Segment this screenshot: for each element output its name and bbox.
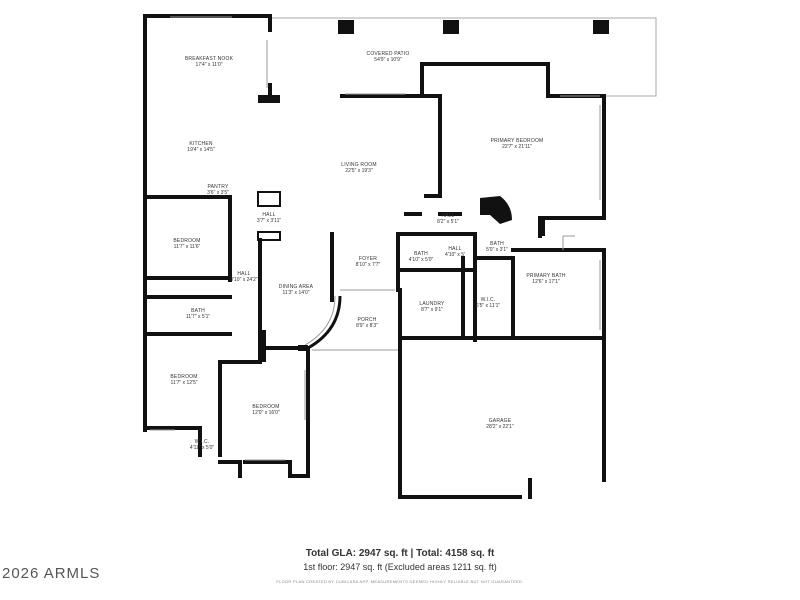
pantry-box	[257, 191, 281, 207]
room-dimensions: 3'7" x 3'11"	[256, 218, 282, 224]
room-name: GARAGE	[488, 418, 512, 424]
room-name: PORCH	[357, 317, 377, 323]
room-dimensions: 17'4" x 11'0"	[195, 62, 223, 68]
room-dimensions: 4'10" x 5'	[444, 252, 466, 258]
room-name: BATH	[191, 308, 205, 314]
room-name: FOYER	[358, 256, 378, 262]
room-name: W.I.C.	[194, 439, 210, 445]
room-name: HALL	[448, 246, 462, 252]
room-dimensions: 6'5" x 11'1"	[475, 303, 501, 309]
room-dimensions: 11'7" x 12'5"	[170, 380, 198, 386]
room-name: BEDROOM	[170, 374, 198, 380]
porch-arc	[307, 295, 342, 350]
room-dimensions: 12'0" x 16'0"	[252, 410, 280, 416]
closet-curve	[480, 196, 512, 224]
room-dimensions: 22'5" x 19'3"	[345, 168, 373, 174]
room-name: HALL	[237, 271, 251, 277]
room-dimensions: 12'6" x 17'1"	[532, 279, 560, 285]
room-dimensions: 4'10" x 5'0"	[408, 257, 434, 263]
fireplace	[258, 95, 280, 103]
room-name: BEDROOM	[252, 404, 280, 410]
room-dimensions: 8'7" x 9'1"	[421, 307, 443, 313]
room-name: PRIMARY BATH	[526, 273, 566, 279]
room-dimensions: 5'0" x 3'1"	[486, 247, 508, 253]
room-name: BREAKFAST NOOK	[184, 56, 234, 62]
room-name: BEDROOM	[173, 238, 201, 244]
room-name: KITCHEN	[189, 141, 213, 147]
room-name: DINING AREA	[278, 284, 314, 290]
room-name: HALL	[441, 213, 455, 219]
room-name: HALL	[262, 212, 276, 218]
windows	[150, 16, 601, 461]
room-name: LAUNDRY	[419, 301, 445, 307]
room-name: PANTRY	[207, 184, 229, 190]
room-dimensions: 11'7" x 5'1"	[185, 314, 211, 320]
room-dimensions: 8'10" x 7'7"	[355, 262, 381, 268]
room-name: W.I.C.	[480, 297, 496, 303]
room-name: BATH	[490, 241, 504, 247]
room-dimensions: 3'10" x 24'2"	[230, 277, 258, 283]
hall-box	[257, 231, 281, 241]
room-dimensions: 54'9" x 10'9"	[374, 57, 402, 63]
room-dimensions: 3'6" x 3'5"	[207, 190, 229, 196]
area-summary-floor: 1st floor: 2947 sq. ft (Excluded areas 1…	[303, 562, 497, 572]
room-dimensions: 8'2" x 5'1"	[437, 219, 459, 225]
room-name: COVERED PATIO	[366, 51, 410, 57]
room-name: PRIMARY BEDROOM	[490, 138, 544, 144]
disclaimer: FLOOR PLAN CREATED BY CUBICASA APP. MEAS…	[276, 579, 524, 584]
room-dimensions: 22'7" x 21'11"	[502, 144, 532, 150]
copyright-watermark: 2026 ARMLS	[2, 565, 101, 582]
room-dimensions: 28'2" x 22'1"	[486, 424, 514, 430]
room-dimensions: 4'11" x 5'0"	[189, 445, 215, 451]
room-dimensions: 8'9" x 8'3"	[356, 323, 378, 329]
room-dimensions: 11'3" x 14'0"	[282, 290, 310, 296]
room-dimensions: 19'4" x 14'5"	[187, 147, 215, 153]
room-name: BATH	[414, 251, 428, 257]
room-name: LIVING ROOM	[341, 162, 377, 168]
room-dimensions: 11'7" x 11'6"	[173, 244, 201, 250]
patio-columns	[338, 20, 609, 34]
area-summary-total: Total GLA: 2947 sq. ft | Total: 4158 sq.…	[305, 548, 495, 559]
